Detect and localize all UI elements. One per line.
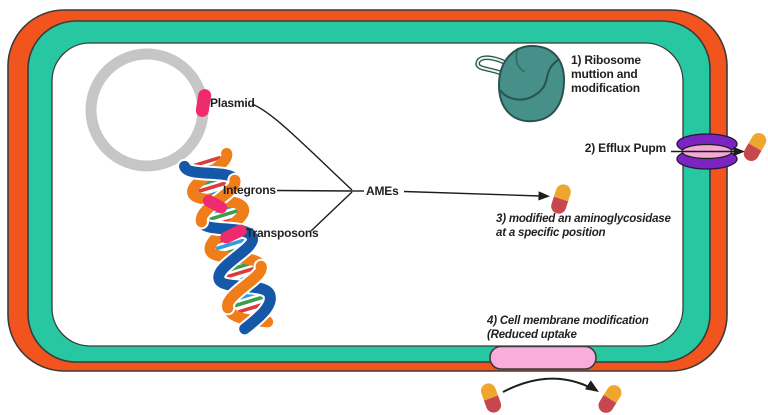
mechanism-3-label: 3) modified an aminoglycosidase at a spe…: [496, 212, 671, 240]
mechanism-1-label: 1) Ribosome muttion and modification: [571, 53, 641, 95]
membrane-patch-icon: [489, 345, 597, 370]
reduced-uptake-arrow: [502, 377, 602, 397]
integrons-label: Integrons: [223, 183, 276, 197]
mechanism-4-line: 4) Cell membrane modification: [487, 315, 649, 327]
mechanism-1-line: muttion and: [571, 67, 638, 81]
mechanism-1-line: modification: [571, 81, 640, 95]
integron-marker: [202, 194, 228, 214]
drug-capsule-icon: [595, 382, 625, 415]
mechanism-3-line: 3) modified an aminoglycosidase: [496, 213, 671, 225]
mechanism-4-label: 4) Cell membrane modification (Reduced u…: [487, 314, 649, 342]
dna-helix-icon: [177, 147, 278, 337]
transposons-label: Transposons: [246, 226, 319, 240]
mechanism-2-label: 2) Efflux Pupm: [584, 141, 666, 155]
mechanism-4-line: (Reduced uptake: [487, 329, 577, 341]
plasmid-gene-marker: [195, 89, 212, 117]
plasmid-label: Plasmid: [210, 96, 255, 110]
ribosome-icon: [475, 44, 566, 123]
mechanism-3-line: at a specific position: [496, 227, 606, 239]
ames-arrow: [403, 190, 551, 201]
efflux-arrow: [671, 146, 745, 157]
drug-capsule-icon: [478, 381, 504, 415]
plasmid-icon: [85, 48, 212, 172]
ames-label: AMEs: [366, 184, 399, 198]
connector-lines: [251, 103, 364, 232]
drug-capsule-icon: [741, 130, 768, 164]
transposon-marker: [220, 224, 247, 244]
mechanism-1-line: 1) Ribosome: [571, 53, 641, 67]
